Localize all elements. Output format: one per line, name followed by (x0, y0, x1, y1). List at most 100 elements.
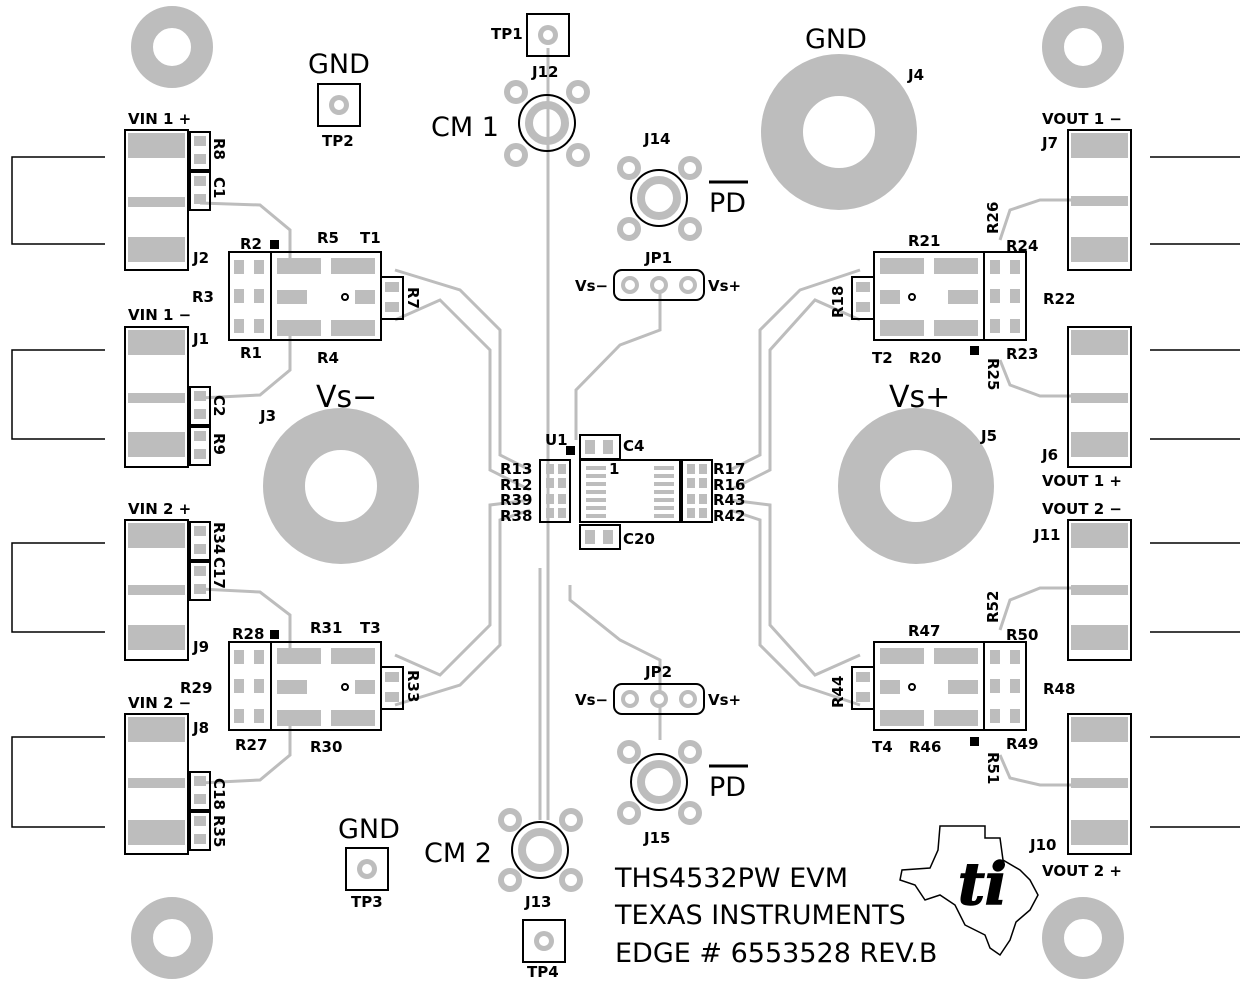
vin2-minus-label: VIN 2 − (128, 694, 191, 712)
vin1-plus-label: VIN 1 + (128, 110, 191, 128)
refdes-r42: R42 (713, 507, 745, 525)
refdes-r49: R49 (1006, 735, 1038, 753)
refdes-jp2: JP2 (644, 663, 672, 681)
cm2-label: CM 2 (424, 838, 492, 869)
refdes-j6: J6 (1041, 446, 1058, 464)
refdes-r27: R27 (235, 736, 267, 754)
refdes-r21: R21 (908, 232, 940, 250)
refdes-r26: R26 (984, 202, 1002, 234)
refdes-j11: J11 (1033, 526, 1060, 544)
refdes-r17: R17 (713, 460, 745, 478)
sma-j15 (617, 740, 702, 825)
vout2-plus-label: VOUT 2 + (1042, 862, 1122, 880)
refdes-r39: R39 (500, 491, 532, 509)
power-post-j3 (263, 408, 419, 564)
edge-connector-j1 (11, 326, 189, 468)
jp2-left-label: Vs− (575, 691, 608, 709)
u1-footprint (539, 434, 713, 550)
refdes-r35: R35 (210, 815, 228, 847)
refdes-c1: C1 (210, 177, 228, 198)
refdes-r12: R12 (500, 476, 532, 494)
refdes-r8: R8 (210, 138, 228, 160)
jumper-jp1 (613, 269, 705, 301)
refdes-r1: R1 (240, 344, 262, 362)
refdes-r23: R23 (1006, 345, 1038, 363)
mounting-hole (1042, 897, 1124, 979)
sma-j14 (617, 156, 702, 241)
refdes-r2: R2 (240, 235, 262, 253)
refdes-j8: J8 (192, 719, 209, 737)
transformer-block-t2 (851, 251, 1027, 355)
refdes-j4: J4 (907, 66, 924, 84)
refdes-r34: R34 (210, 522, 228, 554)
edge-connector-j8 (11, 713, 189, 855)
vin1-minus-label: VIN 1 − (128, 306, 191, 324)
power-post-j5 (838, 408, 994, 564)
ti-texas-logo: ti (899, 825, 1039, 957)
refdes-t3: T3 (360, 619, 381, 637)
vout1-minus-label: VOUT 1 − (1042, 110, 1122, 128)
refdes-c17: C17 (210, 557, 228, 589)
refdes-r3: R3 (192, 288, 214, 306)
refdes-r25: R25 (984, 358, 1002, 390)
refdes-r9: R9 (210, 433, 228, 455)
refdes-c18: C18 (210, 778, 228, 810)
refdes-tp1: TP1 (491, 25, 523, 43)
jp2-right-label: Vs+ (708, 691, 741, 709)
vout2-minus-label: VOUT 2 − (1042, 500, 1122, 518)
board-title-line-1: THS4532PW EVM (614, 863, 848, 894)
tp1-outline (526, 13, 570, 57)
refdes-r46: R46 (909, 738, 941, 756)
edge-connectors-left (11, 129, 189, 855)
refdes-r31: R31 (310, 619, 342, 637)
edge-connector-j10 (1067, 713, 1240, 855)
tp3-outline (345, 847, 389, 891)
pd-label-top: PD (709, 188, 746, 219)
refdes-r22: R22 (1043, 290, 1075, 308)
refdes-j3: J3 (259, 407, 276, 425)
refdes-r43: R43 (713, 491, 745, 509)
edge-connector-j9 (11, 519, 189, 661)
text-labels: GND GND GND CM 1 CM 2 Vs− Vs+ PD PD VIN … (128, 24, 1122, 969)
edge-connector-j6 (1067, 326, 1240, 468)
sma-j13 (498, 808, 583, 892)
refdes-t4: T4 (872, 738, 893, 756)
mounting-hole (131, 897, 213, 979)
refdes-j7: J7 (1041, 134, 1058, 152)
refdes-c20: C20 (623, 530, 655, 548)
reference-designators: TP1 TP2 TP3 TP4 J12 J14 J15 J13 J4 J3 J5… (180, 25, 1075, 981)
refdes-r5: R5 (317, 229, 339, 247)
power-post-j4 (761, 54, 917, 210)
refdes-r29: R29 (180, 679, 212, 697)
power-posts (263, 54, 994, 564)
refdes-j13: J13 (524, 893, 551, 911)
edge-connector-j7 (1067, 129, 1240, 271)
copper-traces (199, 48, 1075, 820)
refdes-r16: R16 (713, 476, 745, 494)
refdes-j5: J5 (980, 427, 997, 445)
refdes-j15: J15 (643, 829, 670, 847)
refdes-c4: C4 (623, 437, 644, 455)
board-title-line-3: EDGE # 6553528 REV.B (615, 938, 937, 969)
refdes-r50: R50 (1006, 626, 1038, 644)
edge-connectors-right (1067, 129, 1240, 855)
refdes-r44: R44 (829, 676, 847, 708)
refdes-c2: C2 (210, 395, 228, 416)
refdes-j14: J14 (643, 130, 670, 148)
u1-pin1-label: 1 (609, 460, 619, 478)
edge-connector-j11 (1067, 519, 1240, 661)
refdes-r4: R4 (317, 349, 339, 367)
refdes-j2: J2 (192, 249, 209, 267)
jumper-jp2 (613, 683, 705, 715)
tp2-outline (317, 83, 361, 127)
refdes-j10: J10 (1029, 836, 1056, 854)
refdes-r47: R47 (908, 622, 940, 640)
gnd-label-top-center: GND (805, 24, 867, 55)
refdes-j1: J1 (192, 330, 209, 348)
input-small-parts (189, 131, 211, 851)
refdes-r7: R7 (404, 287, 422, 309)
cm1-label: CM 1 (431, 112, 499, 143)
refdes-tp2: TP2 (322, 132, 354, 150)
vs-minus-label: Vs− (316, 380, 377, 415)
